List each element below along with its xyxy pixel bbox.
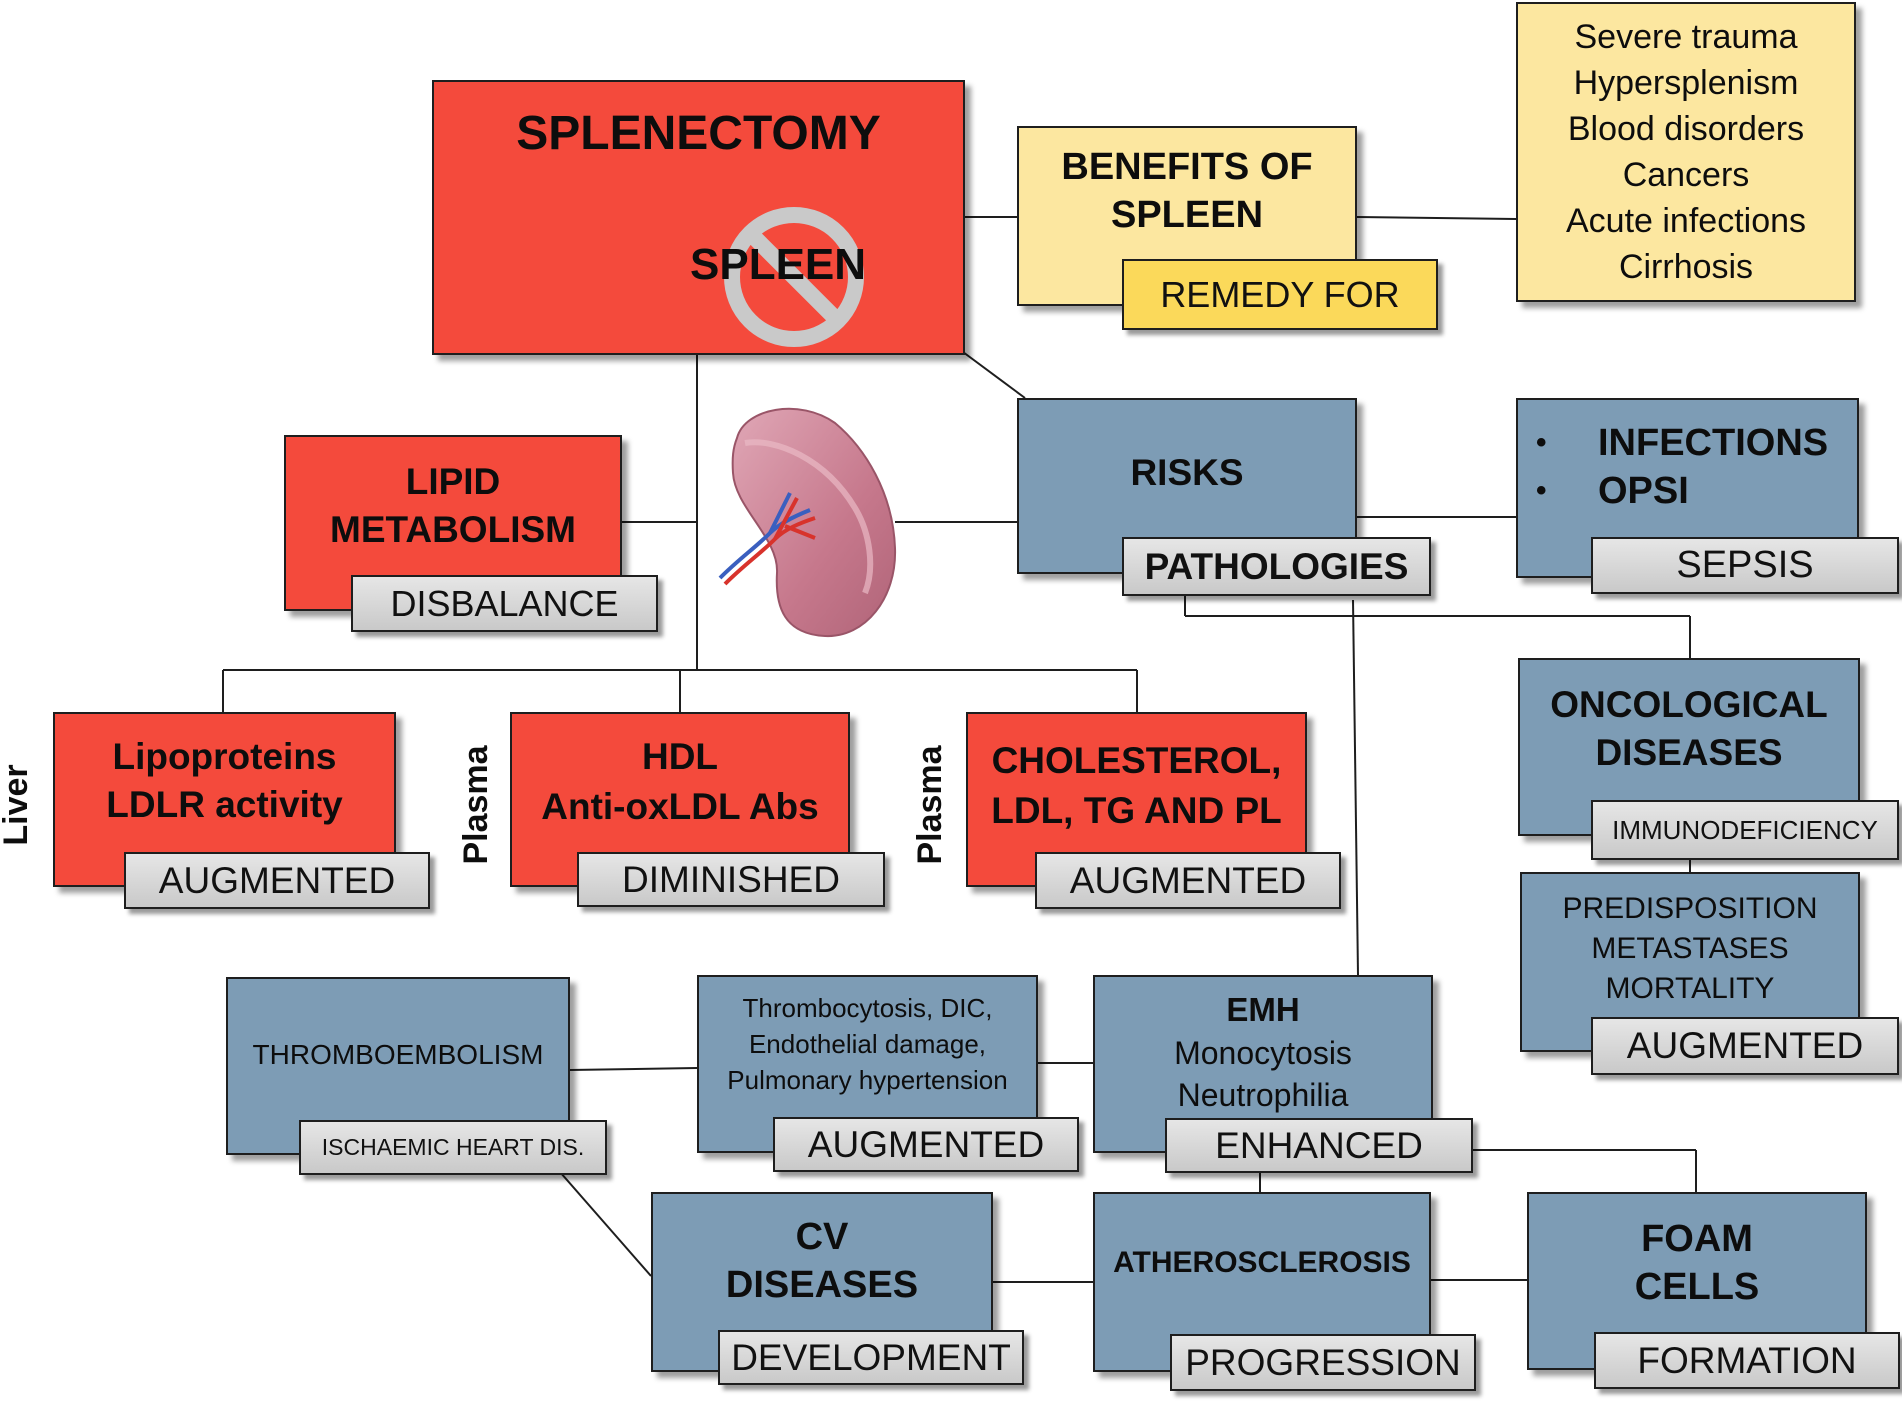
benefits-title-line1: BENEFITS OF <box>1061 146 1313 188</box>
plasma-side-label-1: Plasma <box>457 745 495 865</box>
lipoproteins-augmented-tag: AUGMENTED <box>124 852 430 909</box>
foam-line1: FOAM <box>1641 1218 1753 1260</box>
predisposition-line: PREDISPOSITION <box>1562 892 1818 925</box>
remedy-list-item: Acute infections <box>1565 202 1807 240</box>
thrombocytosis-line: Pulmonary hypertension <box>727 1065 1008 1095</box>
disbalance-tag: DISBALANCE <box>351 575 658 632</box>
sepsis-tag: SEPSIS <box>1591 537 1899 594</box>
predisposition-line: MORTALITY <box>1605 972 1775 1005</box>
benefits-title-line2: SPLEEN <box>1110 194 1264 236</box>
risks-title: RISKS <box>1130 452 1244 493</box>
immunodeficiency-tag: IMMUNODEFICIENCY <box>1591 800 1899 860</box>
ischaemic-heart-tag: ISCHAEMIC HEART DIS. <box>299 1120 607 1175</box>
cholesterol-line1: CHOLESTEROL, <box>991 740 1282 781</box>
lipoproteins-line2: LDLR activity <box>106 784 343 825</box>
lipoproteins-line1: Lipoproteins <box>112 736 337 777</box>
pathologies-tag: PATHOLOGIES <box>1122 537 1431 596</box>
splenectomy-box: SPLENECTOMY SPLEEN <box>432 80 965 355</box>
remedy-list-item: Cirrhosis <box>1618 248 1754 286</box>
remedy-list-item: Cancers <box>1622 156 1750 194</box>
opsi-item: OPSI <box>1598 470 1689 512</box>
plasma-side-label-2: Plasma <box>911 745 949 865</box>
cv-line2: DISEASES <box>725 1264 919 1306</box>
thrombocytosis-line: Endothelial damage, <box>748 1029 987 1059</box>
hdl-diminished-tag: DIMINISHED <box>577 852 885 907</box>
spleen-organ-icon <box>718 407 897 638</box>
oncology-line2: DISEASES <box>1595 732 1783 773</box>
athero-title: ATHEROSCLEROSIS <box>1113 1246 1411 1279</box>
hdl-line2: Anti-oxLDL Abs <box>541 786 819 827</box>
lipid-line1: LIPID <box>405 461 501 502</box>
predisposition-line: METASTASES <box>1591 932 1789 965</box>
development-tag: DEVELOPMENT <box>718 1330 1024 1385</box>
formation-tag: FORMATION <box>1594 1332 1900 1389</box>
emh-line: Monocytosis <box>1174 1035 1352 1071</box>
lipid-line2: METABOLISM <box>330 509 576 550</box>
cholesterol-augmented-tag: AUGMENTED <box>1035 852 1341 909</box>
splenectomy-title: SPLENECTOMY <box>516 107 881 160</box>
no-sign-icon <box>724 207 864 347</box>
hdl-line1: HDL <box>641 736 719 777</box>
bullet-icon: • <box>1536 426 1547 459</box>
progression-tag: PROGRESSION <box>1170 1334 1476 1391</box>
spleen-label: SPLEEN <box>690 240 867 289</box>
remedy-list-item: Severe trauma <box>1574 18 1798 56</box>
infections-item: INFECTIONS <box>1598 422 1829 464</box>
thromboembolism-title: THROMBOEMBOLISM <box>252 1039 544 1070</box>
thrombocytosis-augmented-tag: AUGMENTED <box>773 1117 1079 1172</box>
oncology-line1: ONCOLOGICAL <box>1550 684 1828 725</box>
cv-line1: CV <box>795 1216 849 1258</box>
enhanced-tag: ENHANCED <box>1165 1118 1473 1173</box>
remedy-for-tag: REMEDY FOR <box>1122 259 1438 330</box>
cholesterol-line2: LDL, TG AND PL <box>991 790 1282 831</box>
predisposition-augmented-tag: AUGMENTED <box>1591 1017 1899 1075</box>
emh-line: Neutrophilia <box>1177 1077 1349 1113</box>
remedy-list-item: Hypersplenism <box>1573 64 1799 102</box>
emh-title: EMH <box>1226 991 1300 1028</box>
bullet-icon: • <box>1536 474 1547 507</box>
remedy-list-item: Blood disorders <box>1567 110 1805 148</box>
liver-side-label: Liver <box>0 764 35 846</box>
thrombocytosis-line: Thrombocytosis, DIC, <box>742 993 993 1023</box>
foam-line2: CELLS <box>1634 1266 1760 1308</box>
